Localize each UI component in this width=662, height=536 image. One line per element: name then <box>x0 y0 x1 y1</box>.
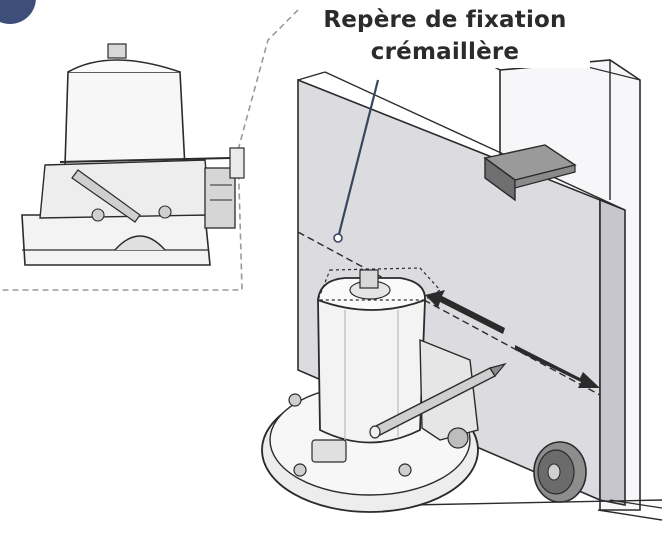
cable-clamp <box>311 439 347 463</box>
base-bolt <box>398 463 412 477</box>
callout-line-1: Repère de fixation <box>323 7 567 33</box>
ground-rail <box>409 499 662 521</box>
pinion-gear <box>447 427 469 449</box>
pencil-icon <box>369 362 507 439</box>
callout-line-2: crémaillère <box>370 39 520 65</box>
rack-mounting-callout: Repère de fixation crémaillère <box>300 4 590 68</box>
callout-leader-line <box>336 79 380 239</box>
step-number-badge <box>0 0 36 24</box>
double-arrow-icon <box>425 290 600 388</box>
gate-guide-wheel <box>533 441 587 503</box>
inset-motor-detail <box>21 43 245 266</box>
callout-leader-dot <box>333 233 343 243</box>
base-bolt <box>293 463 307 477</box>
gate-top-bracket <box>483 144 577 202</box>
rack-mounting-mark-line <box>297 231 601 396</box>
base-bolt <box>288 393 302 407</box>
